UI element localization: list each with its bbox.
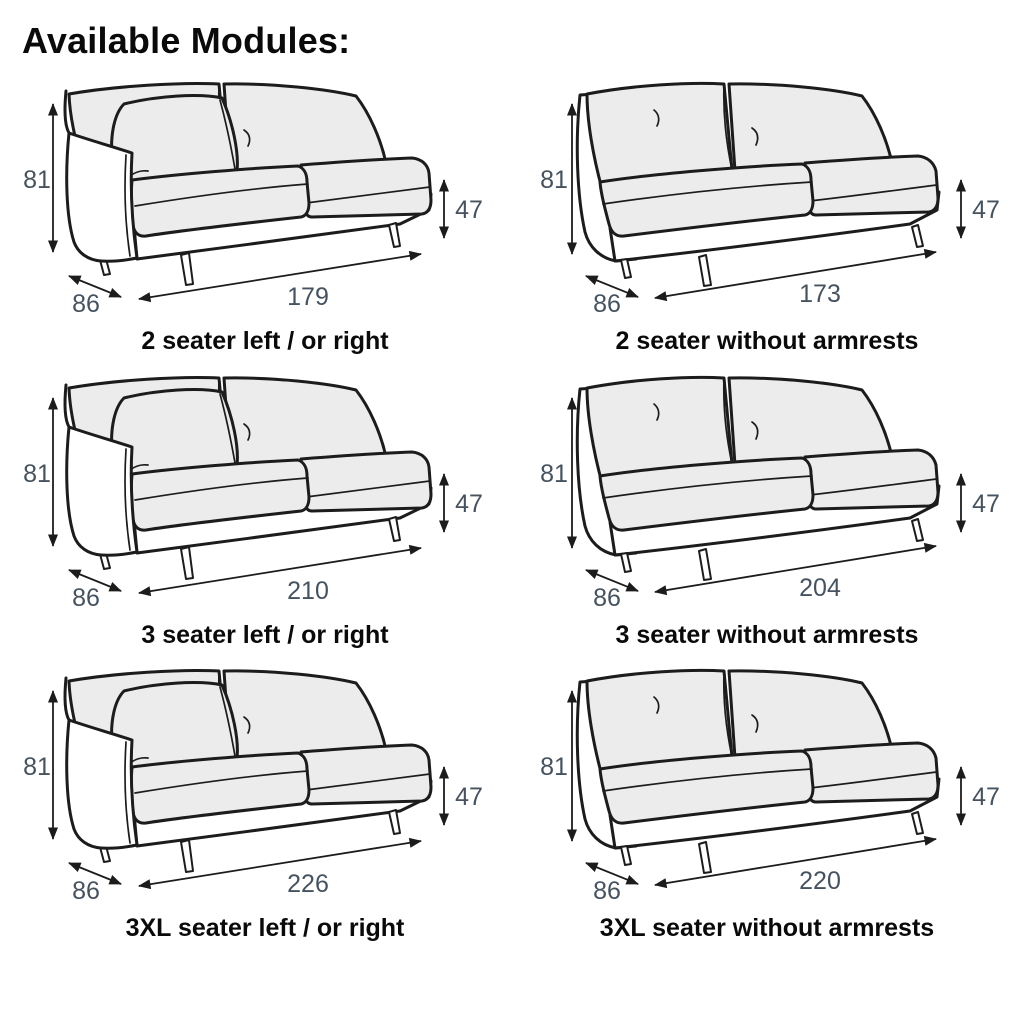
module-3xl-seater-left-right: 81 86 226 47 3XL seater left / or right <box>20 663 510 943</box>
seat-height-dim-label: 47 <box>455 196 483 224</box>
module-caption: 2 seater left / or right <box>141 327 389 355</box>
width-dim-label: 179 <box>287 283 329 311</box>
seat-height-dim-label: 47 <box>972 490 1000 518</box>
module-2-seater-left-right: 81 86 179 47 2 seater left / or right <box>20 76 510 356</box>
height-dim-label: 81 <box>540 753 568 781</box>
modules-grid: 81 86 179 47 2 seater left / or right 81… <box>20 76 1012 943</box>
dimension-labels: 81 86 173 47 <box>540 166 1000 318</box>
sofa-left-arm-illustration <box>53 670 444 886</box>
dimension-labels: 81 86 210 47 <box>23 460 483 612</box>
sofa-diagram-3-seater-left: 81 86 210 47 <box>23 370 483 612</box>
seat-height-dim-label: 47 <box>972 783 1000 811</box>
depth-dim-label: 86 <box>593 584 621 612</box>
page-title: Available Modules: <box>22 20 351 61</box>
module-caption: 3XL seater without armrests <box>599 914 935 942</box>
page: Available Modules: 81 86 179 47 2 seater… <box>20 20 1012 943</box>
dimension-labels: 81 86 220 47 <box>540 753 1000 905</box>
sofa-diagram-2-seater-left: 81 86 179 47 <box>23 76 483 318</box>
sofa-diagram-2-seater-no-armrests: 81 86 173 47 <box>540 76 1000 318</box>
depth-dim-label: 86 <box>593 290 621 318</box>
module-caption: 3 seater left / or right <box>141 620 389 649</box>
dimension-labels: 81 86 204 47 <box>540 460 1000 612</box>
width-dim-label: 173 <box>799 280 841 308</box>
module-3-seater-left-right: 81 86 210 47 3 seater left / or right <box>20 370 510 650</box>
height-dim-label: 81 <box>540 460 568 488</box>
width-dim-label: 220 <box>799 867 841 895</box>
sofa-no-arm-illustration <box>572 377 961 592</box>
width-dim-label: 210 <box>287 577 329 605</box>
module-caption: 3 seater without armrests <box>615 620 919 649</box>
sofa-left-arm-illustration <box>53 83 444 299</box>
sofa-left-arm-illustration <box>53 377 444 593</box>
dimension-labels: 81 86 179 47 <box>23 166 483 318</box>
depth-dim-label: 86 <box>72 584 100 612</box>
module-3-seater-no-armrests: 81 86 204 47 3 seater without armrests <box>522 370 1012 650</box>
depth-dim-label: 86 <box>72 290 100 318</box>
module-caption: 3XL seater left / or right <box>125 914 405 942</box>
sofa-no-arm-illustration <box>572 83 961 298</box>
module-caption: 2 seater without armrests <box>615 327 919 355</box>
module-2-seater-no-armrests: 81 86 173 47 2 seater without armrests <box>522 76 1012 356</box>
dimension-labels: 81 86 226 47 <box>23 753 483 905</box>
height-dim-label: 81 <box>23 166 51 194</box>
sofa-no-arm-illustration <box>572 670 961 885</box>
sofa-diagram-3xl-seater-no-armrests: 81 86 220 47 <box>540 663 1000 905</box>
height-dim-label: 81 <box>23 460 51 488</box>
sofa-diagram-3-seater-no-armrests: 81 86 204 47 <box>540 370 1000 612</box>
depth-dim-label: 86 <box>593 877 621 905</box>
height-dim-label: 81 <box>23 753 51 781</box>
depth-dim-label: 86 <box>72 877 100 905</box>
width-dim-label: 204 <box>799 574 841 602</box>
seat-height-dim-label: 47 <box>455 783 483 811</box>
seat-height-dim-label: 47 <box>455 490 483 518</box>
seat-height-dim-label: 47 <box>972 196 1000 224</box>
module-3xl-seater-no-armrests: 81 86 220 47 3XL seater without armrests <box>522 663 1012 943</box>
height-dim-label: 81 <box>540 166 568 194</box>
sofa-diagram-3xl-seater-left: 81 86 226 47 <box>23 663 483 905</box>
width-dim-label: 226 <box>287 870 329 898</box>
